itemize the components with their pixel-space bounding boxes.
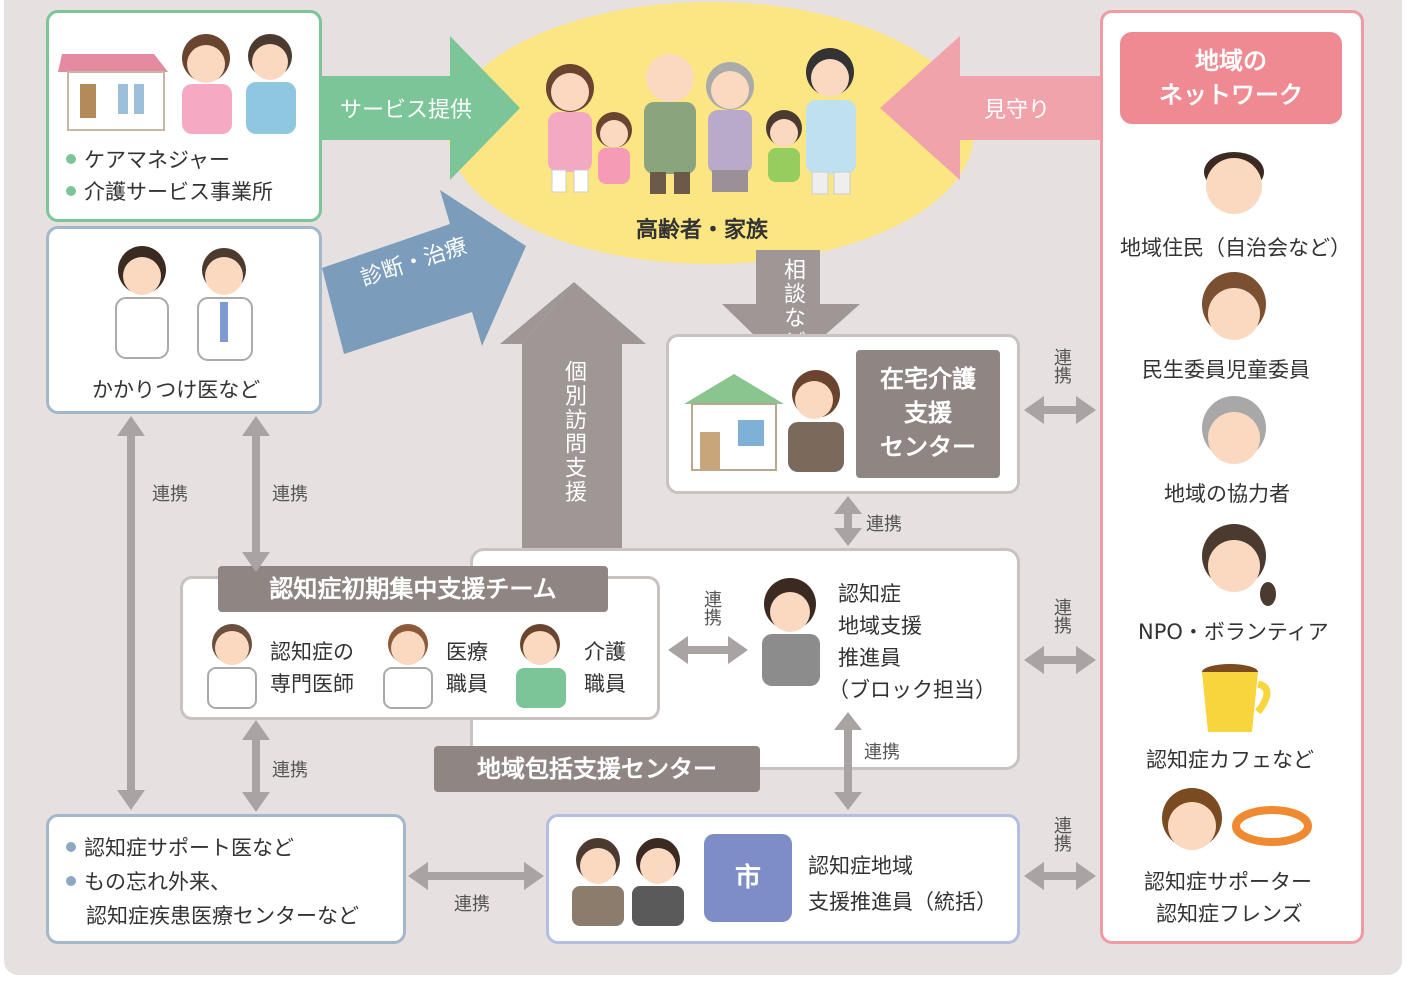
- home-care-center-tag: 在宅介護 支援 センター: [856, 350, 1000, 478]
- team-doctor-illustration: [207, 624, 257, 709]
- care-facility-illustration: [58, 34, 296, 134]
- home-care-line2: 支援: [904, 399, 952, 427]
- link-label-homecare-promoter: 連携: [866, 514, 902, 535]
- link-arrow-team-promoter: [668, 636, 748, 664]
- care-item-care-manager: ケアマネジャー: [66, 144, 230, 174]
- house-staff-illustration: [684, 370, 844, 472]
- link-label-promoter-city: 連携: [864, 742, 900, 763]
- network-title-line2: ネットワーク: [1159, 81, 1303, 109]
- team-member-care-line2: 職員: [584, 672, 626, 696]
- family-doctor-box: [46, 226, 322, 414]
- link-label-doctor-supportdoc: 連携: [152, 484, 188, 505]
- promoter-line4: （ブロック担当）: [828, 678, 996, 702]
- city-staff-illustration: [572, 838, 684, 926]
- watch-arrow: [880, 36, 1102, 180]
- care-item-label: ケアマネジャー: [84, 148, 230, 172]
- cooperator-face-icon: [1202, 396, 1266, 464]
- team-member-medical-line1: 医療: [446, 640, 488, 664]
- supporter-orange-ring-icon: [1162, 788, 1312, 850]
- link-arrow-city-network: [1024, 862, 1096, 890]
- home-care-line3: センター: [880, 433, 976, 461]
- network-member-supporter-line2: 認知症フレンズ: [1156, 902, 1303, 926]
- doctor-nurse-illustration: [115, 246, 253, 361]
- support-doctor-box: [46, 814, 406, 944]
- cafe-cup-icon: [1202, 664, 1271, 732]
- city-promoter-line1: 認知症地域: [808, 854, 913, 878]
- link-arrow-supportdoc-city: [408, 862, 544, 890]
- link-label-homecare-network: 連携: [1051, 348, 1072, 384]
- team-medical-staff-illustration: [383, 624, 433, 709]
- watch-arrow-label: 見守り: [984, 98, 1051, 123]
- promoter-line1: 認知症: [838, 582, 901, 606]
- support-doctor-item2-cont: 認知症疾患医療センターなど: [86, 904, 359, 928]
- city-promoter-line2: 支援推進員（統括）: [808, 890, 997, 914]
- care-item-label: 介護サービス事業所: [84, 180, 273, 204]
- link-label-city-network: 連携: [1051, 816, 1072, 852]
- network-member-supporter-line1: 認知症サポーター: [1144, 870, 1312, 894]
- support-doctor-item-label: 認知症サポート医など: [84, 836, 294, 860]
- promoter-line3: 推進員: [838, 646, 901, 670]
- promoter-illustration: [762, 578, 820, 686]
- resident-face-icon: [1204, 152, 1264, 214]
- network-member-commissioner: 民生委員児童委員: [1142, 358, 1310, 382]
- consult-arrow: [722, 250, 860, 368]
- link-arrow-regional-network: [1024, 646, 1096, 674]
- welfare-commissioner-face-icon: [1202, 272, 1266, 340]
- link-label-supportdoc-city: 連携: [454, 894, 490, 915]
- bullet-dot: [66, 842, 76, 852]
- support-doctor-item1: 認知症サポート医など: [66, 832, 294, 862]
- team-care-staff-illustration: [516, 624, 566, 708]
- volunteer-face-icon: [1202, 524, 1276, 606]
- diagnosis-arrow: [322, 190, 526, 354]
- network-title: 地域の ネットワーク: [1120, 32, 1342, 124]
- link-arrow-doctor-supportdoc: [117, 416, 145, 810]
- center-title: 高齢者・家族: [636, 218, 769, 243]
- network-member-cafe: 認知症カフェなど: [1146, 748, 1314, 772]
- team-member-care-line1: 介護: [584, 640, 626, 664]
- home-care-line1: 在宅介護: [880, 365, 976, 393]
- promoter-line2: 地域支援: [838, 614, 922, 638]
- link-label-team-supportdoc: 連携: [272, 760, 308, 781]
- link-arrow-promoter-city: [834, 712, 862, 810]
- family-group-illustration: [546, 48, 856, 195]
- team-member-doctor-line1: 認知症の: [270, 640, 354, 664]
- visit-arrow: [500, 282, 646, 552]
- link-label-doctor-team: 連携: [272, 484, 308, 505]
- bullet-dot: [66, 876, 76, 886]
- care-item-service-office: 介護サービス事業所: [66, 176, 273, 206]
- link-label-regional-network: 連携: [1051, 598, 1072, 634]
- bullet-dot: [66, 186, 76, 196]
- network-member-volunteer: NPO・ボランティア: [1138, 620, 1329, 644]
- service-arrow: [322, 36, 520, 180]
- link-label-team-promoter: 連携: [701, 590, 722, 626]
- network-member-residents: 地域住民（自治会など）: [1120, 236, 1351, 260]
- link-arrow-doctor-team: [242, 416, 270, 572]
- team-member-doctor-line2: 専門医師: [270, 672, 354, 696]
- support-team-title: 認知症初期集中支援チーム: [218, 566, 608, 612]
- family-doctor-label: かかりつけ医など: [92, 378, 261, 402]
- team-member-medical-line2: 職員: [446, 672, 488, 696]
- visit-arrow-label: 個別訪問支援: [561, 360, 586, 504]
- regional-center-label: 地域包括支援センター: [434, 746, 760, 792]
- support-doctor-item2: もの忘れ外来、: [66, 866, 231, 896]
- service-arrow-label: サービス提供: [340, 98, 473, 123]
- link-arrow-homecare-network: [1024, 396, 1096, 424]
- bullet-dot: [66, 154, 76, 164]
- link-arrow-team-supportdoc: [242, 720, 270, 812]
- link-arrow-homecare-promoter: [834, 496, 862, 546]
- support-doctor-item-label: もの忘れ外来、: [84, 870, 231, 894]
- network-member-cooperator: 地域の協力者: [1164, 482, 1290, 506]
- city-badge: 市: [704, 834, 792, 922]
- network-title-line1: 地域の: [1195, 47, 1267, 75]
